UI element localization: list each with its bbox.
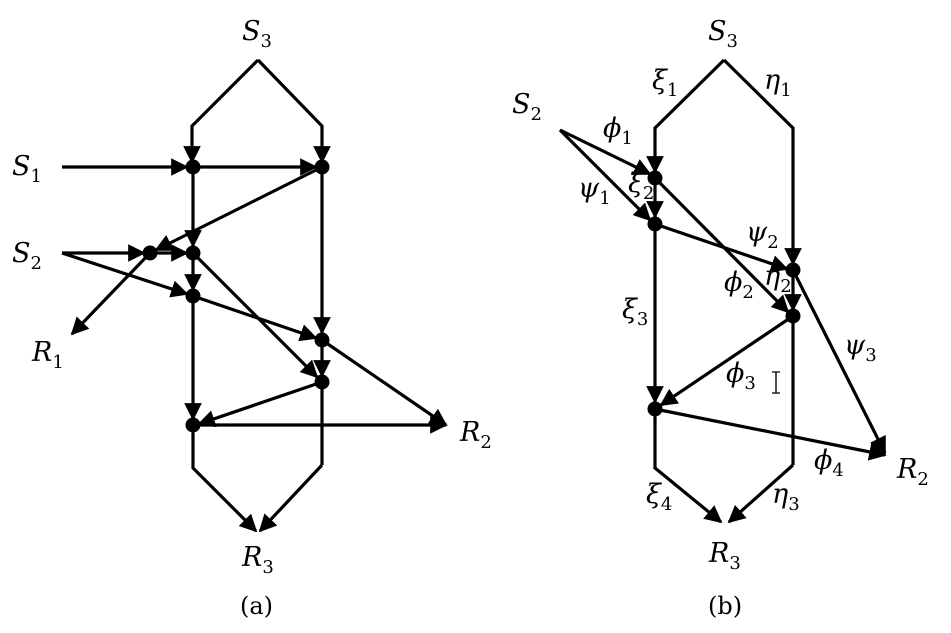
edge-b-s3-right [722,58,802,266]
edge-a-diag-3 [197,380,323,428]
edge-b-xi4 [653,409,723,524]
node-a-5 [185,288,201,304]
node-b-5 [647,401,663,417]
node-b-1 [647,170,663,186]
label-b-xi3: ξ3 [622,294,648,330]
edge-a-to-r3-right [258,463,324,533]
label-b-s2: S2 [512,89,542,125]
label-b-phi2: ϕ2 [724,267,754,303]
text-cursor-icon [772,371,780,394]
edge-b-phi3 [659,314,794,407]
caption-a: (a) [240,592,273,620]
label-a-s2: S2 [12,238,42,274]
node-b-3 [785,262,801,278]
label-b-xi4: ξ4 [646,479,672,515]
label-b-eta2: η2 [764,261,792,297]
edge-a-to-r1 [70,251,152,336]
edge-a-s3-right [256,58,331,164]
edge-a-to-r3-left [191,425,258,533]
edge-b-s3-left [646,58,726,174]
node-a-1 [185,159,201,175]
label-a-r2: R2 [459,417,492,453]
edge-b-psi3 [791,269,887,455]
node-a-2 [314,159,330,175]
edge-a-diag-1 [192,294,318,342]
edge-b-eta3 [727,463,795,524]
label-b-psi3: ψ3 [844,330,877,366]
label-b-psi1: ψ1 [578,173,611,209]
edge-a-cross-down-left [154,165,323,252]
node-b-4 [785,308,801,324]
edge-b-s2-phi1 [559,128,652,176]
node-a-7 [314,374,330,390]
label-b-phi3: ϕ3 [726,358,756,394]
label-a-s1: S1 [12,151,42,187]
node-a-8 [185,417,201,433]
label-b-xi1: ξ1 [652,65,678,101]
label-b-s3: S3 [708,16,738,52]
edge-b-phi2 [653,176,790,314]
label-b-r3: R3 [708,538,741,574]
node-a-6 [314,332,330,348]
edge-b-s2-psi1 [558,128,652,222]
edge-a-diag-2 [191,251,319,379]
label-a-s3: S3 [242,16,272,52]
edge-b-phi4 [654,407,887,461]
node-b-2 [647,216,663,232]
node-a-3 [142,245,158,261]
label-b-phi4: ϕ4 [814,445,844,481]
label-b-eta1: η1 [764,65,792,101]
label-b-r2: R2 [896,454,929,490]
label-b-xi2: ξ2 [628,168,654,204]
edge-a-to-r2-1 [321,338,448,427]
label-a-r1: R1 [31,337,64,373]
panel-a: S3 S1 S2 R1 R2 R3 (a) [12,16,492,620]
node-a-4 [185,245,201,261]
edge-a-s3-left [183,58,260,164]
label-b-eta3: η3 [772,479,800,515]
edge-a-s2-3 [61,251,189,298]
label-b-psi2: ψ2 [746,217,779,253]
label-a-r3: R3 [241,542,274,578]
label-b-phi1: ϕ1 [603,113,633,149]
panel-b: S3 S2 ξ1 η1 ϕ1 ξ2 ψ1 ψ2 ϕ2 η2 ξ3 ψ3 ϕ3 ϕ… [512,16,929,620]
caption-b: (b) [708,592,742,620]
